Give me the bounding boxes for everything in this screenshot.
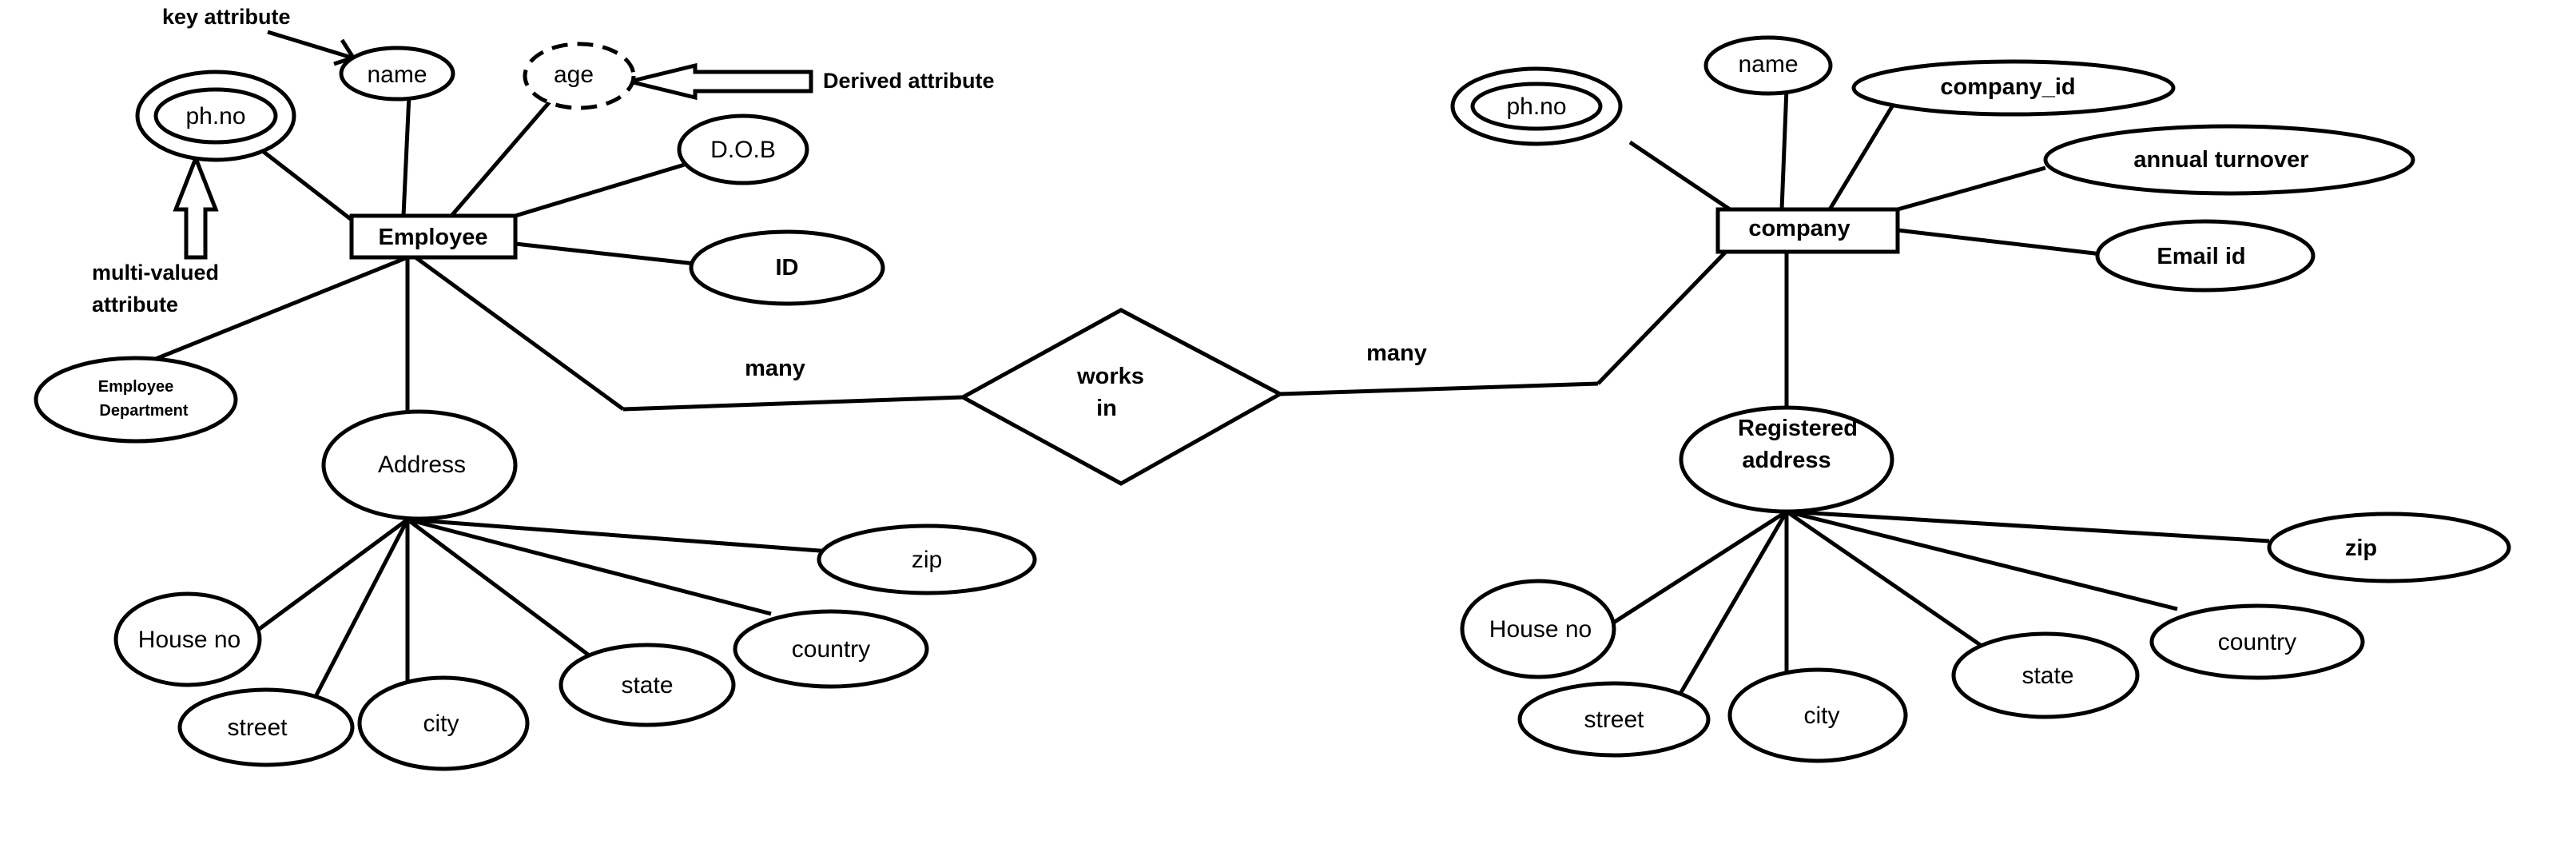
company-address-label-1: Registered [1738, 416, 1858, 441]
employee-house-no-label: House no [138, 627, 241, 653]
employee-age-attribute: age [523, 42, 636, 110]
employee-country-label: country [792, 636, 870, 663]
company-phone-attribute: ph.no [1450, 66, 1623, 146]
company-state-label: state [2021, 663, 2073, 689]
employee-name-attribute: name [339, 46, 455, 102]
employee-age-label: age [554, 62, 594, 88]
company-name-label: name [1738, 51, 1798, 78]
company-country-label: country [2218, 629, 2296, 655]
company-street-attribute: street [1517, 681, 1711, 758]
relationship-label-2: in [1096, 396, 1117, 421]
company-email-attribute: Email id [2095, 219, 2316, 293]
employee-address-label: Address [378, 452, 466, 478]
multi-valued-annotation-2: attribute [92, 293, 178, 316]
employee-country-attribute: country [733, 609, 929, 689]
company-street-label: street [1584, 707, 1644, 733]
employee-state-label: state [621, 672, 673, 699]
company-city-attribute: city [1727, 667, 1908, 763]
company-cardinality: many [1366, 340, 1427, 366]
employee-department-label-1: Employee [98, 378, 173, 396]
company-house-no-attribute: House no [1460, 579, 1616, 679]
company-name-attribute: name [1703, 35, 1833, 96]
employee-street-attribute: street [177, 687, 355, 767]
company-id-label: company_id [1940, 74, 2075, 100]
company-email-label: Email id [2157, 244, 2245, 269]
key-attribute-arrow [267, 30, 352, 60]
employee-city-label: city [423, 711, 459, 737]
company-phone-label: ph.no [1506, 94, 1566, 120]
employee-house-no-attribute: House no [113, 591, 262, 687]
employee-phone-attribute: ph.no [135, 70, 296, 162]
employee-cardinality: many [745, 356, 805, 381]
employee-city-attribute: city [357, 675, 530, 771]
derived-attribute-arrow [629, 62, 813, 101]
company-zip-label: zip [2345, 535, 2377, 561]
employee-dob-attribute: D.O.B [677, 113, 809, 185]
company-address-label-2: address [1742, 448, 1831, 473]
employee-state-attribute: state [559, 643, 736, 727]
employee-zip-attribute: zip [817, 524, 1037, 595]
employee-name-label: name [367, 62, 427, 88]
company-turnover-attribute: annual turnover [2043, 124, 2415, 196]
employee-entity: Employee [349, 213, 518, 260]
derived-attribute-annotation: Derived attribute [823, 69, 995, 93]
company-zip-attribute: zip [2267, 512, 2511, 583]
employee-entity-label: Employee [379, 225, 488, 250]
company-turnover-label: annual turnover [2133, 147, 2308, 173]
employee-id-label: ID [776, 255, 799, 281]
company-registered-address-attribute: Registered address [1679, 405, 1894, 514]
relationship-label-1: works [1076, 364, 1144, 389]
employee-zip-label: zip [912, 547, 942, 573]
employee-department-attribute: Employee Department [34, 356, 238, 444]
multi-valued-arrow [173, 153, 219, 260]
company-entity-label: company [1748, 216, 1850, 241]
company-country-attribute: country [2149, 603, 2365, 680]
employee-department-label-2: Department [99, 402, 188, 420]
company-id-attribute: company_id [1851, 59, 2176, 117]
company-house-no-label: House no [1489, 616, 1592, 643]
multi-valued-annotation-1: multi-valued [92, 261, 219, 285]
key-attribute-annotation: key attribute [162, 5, 291, 29]
employee-address-attribute: Address [321, 409, 518, 521]
employee-dob-label: D.O.B [710, 137, 776, 163]
employee-id-attribute: ID [689, 229, 885, 306]
employee-phone-label: ph.no [185, 103, 245, 129]
works-in-relationship: works in [958, 308, 1285, 486]
company-city-label: city [1804, 703, 1840, 729]
company-state-attribute: state [1951, 631, 2140, 719]
employee-street-label: street [227, 715, 288, 741]
connector-lines [143, 87, 2270, 709]
company-entity: company [1715, 207, 1900, 254]
